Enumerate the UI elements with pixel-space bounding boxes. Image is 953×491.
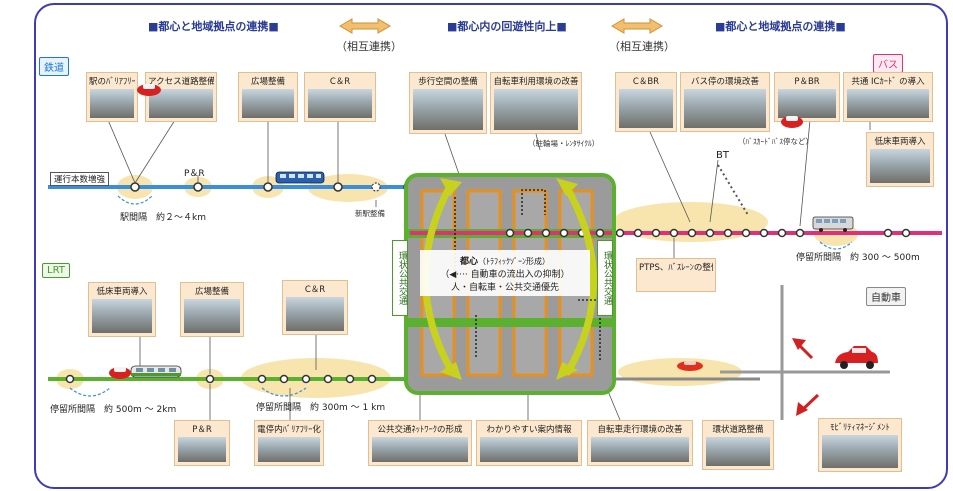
card-cbr: C＆BR	[615, 72, 677, 132]
card-ptps: PTPS、ﾊﾞｽﾚｰﾝの整備	[636, 258, 716, 292]
car-icon-rail	[137, 84, 161, 96]
label-ring-transit-right: 環状公共交通	[597, 240, 613, 316]
train-icon	[275, 171, 325, 184]
center-line3: 人・自転車・公共交通優先	[450, 283, 559, 293]
card-cr-top: C＆R	[304, 72, 376, 122]
card-pr-lrt: P＆R	[174, 420, 230, 466]
label-service-increase: 運行本数増強	[50, 172, 110, 186]
mutual-arrow-left	[339, 18, 391, 34]
lrt-train-icon	[130, 365, 182, 378]
card-stop-barrier-free: 電停内ﾊﾞﾘｱﾌﾘｰ化	[254, 420, 324, 466]
label-new-station: 新駅整備	[355, 209, 385, 218]
card-transit-network: 公共交通ﾈｯﾄﾜｰｸの形成	[368, 420, 472, 466]
center-line2: （◀···· 自動車の流出入の抑制）	[440, 270, 570, 280]
center-title: 都心	[459, 257, 478, 267]
mutual-arrow-right	[611, 18, 663, 34]
label-pr-rail: P＆R	[184, 169, 205, 179]
label-bus-stop-interval: 停留所間隔 約 300 ～ 500m	[796, 253, 920, 263]
label-bus-card-stop: （ﾊﾞｽｶｰﾄﾞﾊﾞｽ停など）	[738, 137, 813, 146]
card-bus-stop: バス停の環境改善	[680, 72, 770, 132]
header-right: ■都心と地域拠点の連携■	[715, 20, 846, 33]
car-icon-large	[835, 346, 878, 369]
mutual-link-left: （相互連携）	[336, 40, 402, 53]
car-tag: 自動車	[866, 287, 906, 306]
card-plaza-lrt: 広場整備	[180, 282, 244, 337]
car-icon-bus	[781, 116, 803, 128]
header-center: ■都心内の回遊性向上■	[447, 20, 567, 33]
center-title-sub: （ﾄﾗﾌｨｯｸｿﾞｰﾝ形成）	[478, 257, 550, 266]
label-bt: BT	[716, 150, 729, 161]
mutual-link-right: （相互連携）	[609, 40, 675, 53]
card-walk-space: 歩行空間の整備	[409, 72, 487, 134]
header-left: ■都心と地域拠点の連携■	[148, 20, 279, 33]
label-station-interval: 駅間隔 約２～４km	[120, 213, 206, 223]
card-access-road: アクセス道路整備	[145, 72, 217, 122]
car-icon-lrt	[109, 367, 131, 379]
bus-tag: バス	[873, 54, 903, 73]
card-plaza-top: 広場整備	[238, 72, 298, 122]
city-center-box: 都心（ﾄﾗﾌｨｯｸｿﾞｰﾝ形成） （◀···· 自動車の流出入の抑制） 人・自転…	[420, 250, 590, 296]
label-parking-cycle: （駐輪場・ﾚﾝﾀｻｲｸﾙ）	[528, 139, 600, 148]
card-cr-lrt: C＆R	[282, 280, 348, 335]
card-mobility-mgmt: ﾓﾋﾞﾘﾃｨﾏﾈｰｼﾞﾒﾝﾄ	[818, 418, 902, 472]
lrt-tag: LRT	[42, 263, 70, 278]
card-bike-travel: 自転車走行環境の改善	[587, 420, 693, 466]
card-guide-info: わかりやすい案内情報	[476, 420, 582, 466]
label-lrt-interval-right: 停留所間隔 約 300m ～ 1 km	[256, 403, 386, 413]
card-pbr: P＆BR	[774, 72, 840, 122]
rail-tag: 鉄道	[39, 57, 69, 76]
card-low-floor-bus: 低床車両導入	[866, 132, 934, 187]
card-ring-road: 環状道路整備	[702, 420, 774, 470]
label-ring-transit-left: 環状公共交通	[392, 240, 408, 316]
label-lrt-interval-left: 停留所間隔 約 500m ～ 2km	[50, 405, 177, 415]
car-icon-road	[677, 361, 703, 371]
card-station-barrier-free: 駅のﾊﾞﾘｱﾌﾘｰ化	[86, 72, 138, 122]
bus-icon	[812, 216, 854, 232]
card-ic-card: 共通 ICｶｰﾄﾞ の導入	[843, 72, 933, 122]
card-bike-env: 自転車利用環境の改善	[490, 72, 582, 134]
card-low-floor-lrt: 低床車両導入	[88, 282, 156, 337]
